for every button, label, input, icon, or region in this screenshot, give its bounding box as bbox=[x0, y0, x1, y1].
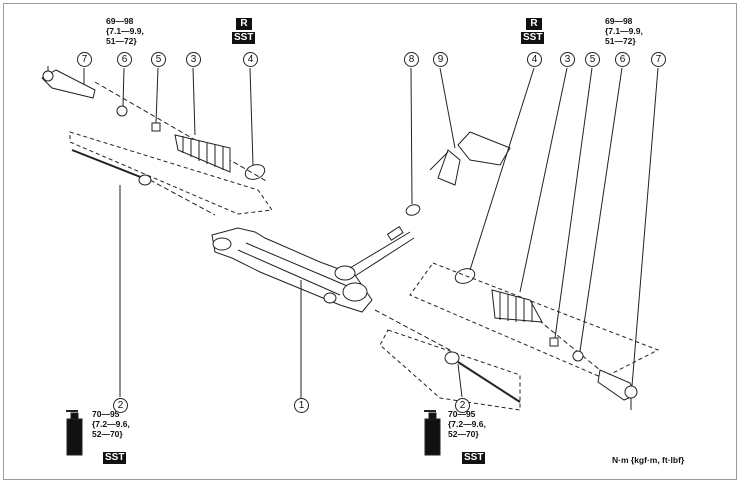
right-dashed-boundary bbox=[409, 262, 660, 379]
lower-dashed-boundary bbox=[379, 329, 521, 411]
callout-4-right: 4 bbox=[527, 52, 542, 67]
right-boot bbox=[491, 289, 543, 323]
steering-gear-housing bbox=[211, 225, 415, 313]
right-tie-rod-end bbox=[597, 369, 638, 410]
left-boot bbox=[174, 134, 231, 173]
left-dashed-boundary bbox=[69, 131, 273, 215]
callout-4-left: 4 bbox=[243, 52, 258, 67]
callout-2-right: 2 bbox=[455, 398, 470, 413]
right-tie-rod bbox=[444, 351, 521, 403]
r-badge-right: R bbox=[526, 18, 542, 30]
callout-5-left: 5 bbox=[151, 52, 166, 67]
callout-7-right: 7 bbox=[651, 52, 666, 67]
right-locknut bbox=[572, 350, 584, 362]
diagram-frame bbox=[3, 3, 737, 480]
left-tie-rod-end bbox=[41, 66, 96, 99]
left-tie-rod bbox=[71, 149, 152, 186]
callout-6-right: 6 bbox=[615, 52, 630, 67]
sst-badge-top-left: SST bbox=[232, 32, 256, 44]
callout-8: 8 bbox=[404, 52, 419, 67]
sst-badge-bottom-right: SST bbox=[462, 452, 486, 464]
callout-1: 1 bbox=[294, 398, 309, 413]
units-note: N·m {kgf·m, ft·lbf} bbox=[612, 455, 685, 465]
r-badge-left: R bbox=[236, 18, 252, 30]
callout-3-right: 3 bbox=[560, 52, 575, 67]
left-locknut bbox=[116, 105, 128, 117]
callout-9: 9 bbox=[433, 52, 448, 67]
sst-badge-bottom-left: SST bbox=[103, 452, 127, 464]
torque-tie-rod-end-nut-left: 69—98 {7.1—9.9, 51—72} bbox=[106, 16, 144, 46]
torque-tie-rod-left: 70—95 {7.2—9.6, 52—70} bbox=[92, 409, 130, 439]
grease-tube-left bbox=[66, 410, 83, 456]
callout-5-right: 5 bbox=[585, 52, 600, 67]
torque-tie-rod-right: 70—95 {7.2—9.6, 52—70} bbox=[448, 409, 486, 439]
sst-badge-top-right: SST bbox=[521, 32, 545, 44]
left-boot-clamp bbox=[151, 122, 161, 132]
grease-tube-right bbox=[424, 410, 441, 456]
callout-2-left: 2 bbox=[113, 398, 128, 413]
right-boot-clamp bbox=[549, 337, 559, 347]
callout-3-left: 3 bbox=[186, 52, 201, 67]
right-boot-wire bbox=[454, 268, 476, 284]
o-ring bbox=[405, 204, 421, 216]
torque-tie-rod-end-nut-right: 69—98 {7.1—9.9, 51—72} bbox=[605, 16, 643, 46]
pinion-dust-cover bbox=[429, 131, 511, 186]
callout-6-left: 6 bbox=[117, 52, 132, 67]
left-boot-wire bbox=[244, 164, 266, 180]
callout-7-left: 7 bbox=[77, 52, 92, 67]
